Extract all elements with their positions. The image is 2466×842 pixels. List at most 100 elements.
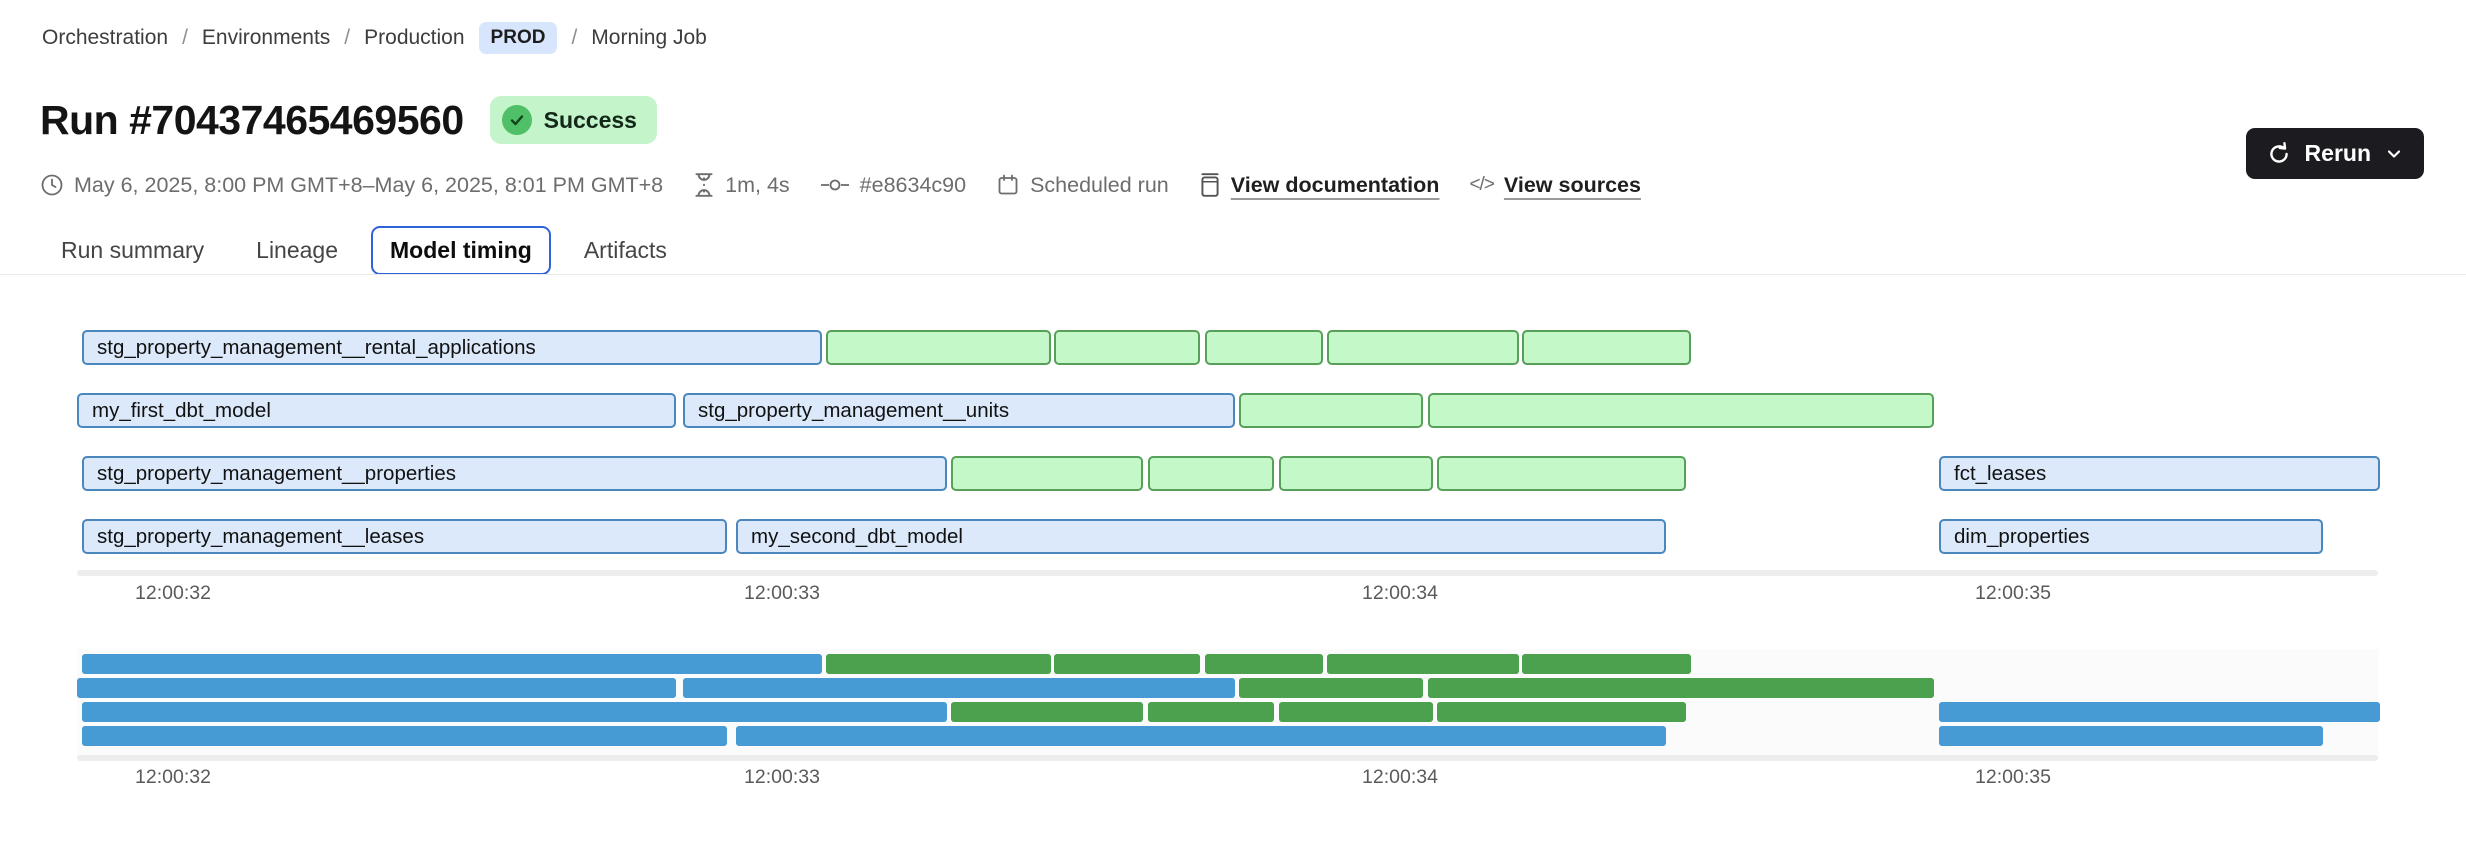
model-timing-gantt: stg_property_management__rental_applicat… bbox=[77, 330, 2392, 612]
minimap-bar-dim_properties bbox=[1939, 726, 2323, 746]
gantt-bar-fct_leases[interactable]: fct_leases bbox=[1939, 456, 2380, 491]
minimap-bar-task bbox=[1327, 654, 1519, 674]
model-name-label: stg_property_management__rental_applicat… bbox=[97, 335, 536, 359]
minimap-bar-task bbox=[1239, 678, 1423, 698]
refresh-icon bbox=[2269, 141, 2288, 163]
minimap-bar-stg_property_management__rental_applications bbox=[82, 654, 822, 674]
check-circle-icon bbox=[501, 105, 532, 135]
model-name-label: stg_property_management__leases bbox=[97, 524, 425, 548]
gantt-bar-stg_property_management__leases[interactable]: stg_property_management__leases bbox=[82, 519, 727, 554]
time-axis-label: 12:00:33 bbox=[744, 766, 820, 788]
minimap-bar-stg_property_management__units bbox=[683, 678, 1235, 698]
gantt-bar-scroll-track[interactable] bbox=[77, 570, 2378, 576]
breadcrumb-separator: / bbox=[182, 26, 188, 49]
minimap-bar-stg_property_management__properties bbox=[82, 702, 947, 722]
minimap-bar-scroll-track[interactable] bbox=[77, 755, 2378, 761]
minimap-bar-task bbox=[1279, 702, 1433, 722]
run-commit: #e8634c90 bbox=[820, 173, 966, 198]
model-name-label: fct_leases bbox=[1954, 461, 2047, 485]
model-name-label: my_first_dbt_model bbox=[92, 398, 271, 422]
model-name-label: stg_property_management__properties bbox=[97, 461, 456, 485]
gantt-bar-task[interactable] bbox=[1428, 393, 1934, 428]
tab-model-timing[interactable]: Model timing bbox=[371, 226, 551, 275]
tabs-divider bbox=[0, 274, 2466, 275]
model-name-label: dim_properties bbox=[1954, 524, 2090, 548]
time-range-text: May 6, 2025, 8:00 PM GMT+8–May 6, 2025, … bbox=[74, 172, 664, 197]
view-documentation-link[interactable]: View documentation bbox=[1230, 172, 1440, 197]
breadcrumb-environments[interactable]: Environments bbox=[201, 26, 331, 49]
run-meta-row: May 6, 2025, 8:00 PM GMT+8–May 6, 2025, … bbox=[40, 172, 1641, 198]
status-label: Success bbox=[543, 106, 637, 133]
gantt-bar-my_first_dbt_model[interactable]: my_first_dbt_model bbox=[77, 393, 676, 428]
gantt-bar-task[interactable] bbox=[1205, 330, 1323, 365]
model-timing-minimap[interactable]: 12:00:32 12:00:33 12:00:34 12:00:35 bbox=[77, 649, 2392, 804]
commit-hash-text: #e8634c90 bbox=[859, 172, 967, 197]
breadcrumb: Orchestration / Environments / Productio… bbox=[42, 22, 707, 54]
run-time-range: May 6, 2025, 8:00 PM GMT+8–May 6, 2025, … bbox=[40, 173, 663, 198]
gantt-bar-task[interactable] bbox=[1239, 393, 1423, 428]
gantt-bar-stg_property_management__rental_applications[interactable]: stg_property_management__rental_applicat… bbox=[82, 330, 822, 365]
minimap-bar-task bbox=[1148, 702, 1274, 722]
gantt-bar-task[interactable] bbox=[1522, 330, 1691, 365]
gantt-bar-task[interactable] bbox=[1437, 456, 1686, 491]
rerun-button[interactable]: Rerun bbox=[2245, 128, 2424, 179]
trigger-text: Scheduled run bbox=[1030, 172, 1169, 197]
view-sources: </> View sources bbox=[1469, 173, 1641, 198]
tab-run-summary[interactable]: Run summary bbox=[61, 237, 205, 263]
gantt-bar-dim_properties[interactable]: dim_properties bbox=[1939, 519, 2323, 554]
gantt-bar-stg_property_management__units[interactable]: stg_property_management__units bbox=[683, 393, 1235, 428]
status-badge: Success bbox=[489, 96, 657, 144]
gantt-bar-task[interactable] bbox=[1148, 456, 1274, 491]
calendar-icon bbox=[998, 174, 1018, 195]
minimap-bar-task bbox=[1522, 654, 1691, 674]
time-axis-label: 12:00:32 bbox=[135, 766, 211, 788]
commit-icon bbox=[820, 179, 849, 191]
minimap-bar-task bbox=[1437, 702, 1686, 722]
minimap-bar-stg_property_management__leases bbox=[82, 726, 727, 746]
breadcrumb-orchestration[interactable]: Orchestration bbox=[42, 26, 169, 49]
breadcrumb-separator: / bbox=[571, 26, 578, 49]
time-axis-label: 12:00:35 bbox=[1975, 766, 2051, 788]
minimap-bar-task bbox=[951, 702, 1143, 722]
run-tabs: Run summary Lineage Model timing Artifacts bbox=[42, 226, 686, 275]
hourglass-icon bbox=[695, 173, 713, 197]
view-sources-link[interactable]: View sources bbox=[1503, 172, 1641, 197]
time-axis-label: 12:00:33 bbox=[744, 582, 820, 604]
tab-artifacts[interactable]: Artifacts bbox=[583, 237, 667, 263]
duration-text: 1m, 4s bbox=[725, 172, 790, 197]
title-row: Run #70437465469560 Success bbox=[40, 96, 657, 144]
document-icon bbox=[1201, 173, 1219, 197]
clock-icon bbox=[41, 174, 63, 196]
view-documentation: View documentation bbox=[1199, 172, 1440, 198]
breadcrumb-production[interactable]: Production bbox=[364, 26, 465, 49]
minimap-bar-task bbox=[826, 654, 1051, 674]
gantt-bar-task[interactable] bbox=[826, 330, 1051, 365]
breadcrumb-morning-job[interactable]: Morning Job bbox=[591, 26, 707, 49]
breadcrumb-separator: / bbox=[344, 26, 351, 49]
minimap-bar-my_first_dbt_model bbox=[77, 678, 676, 698]
run-duration: 1m, 4s bbox=[693, 172, 790, 198]
gantt-bar-my_second_dbt_model[interactable]: my_second_dbt_model bbox=[736, 519, 1666, 554]
gantt-bar-task[interactable] bbox=[1327, 330, 1519, 365]
run-trigger: Scheduled run bbox=[996, 173, 1169, 198]
page-title: Run #70437465469560 bbox=[40, 96, 464, 143]
time-axis-label: 12:00:35 bbox=[1975, 582, 2051, 604]
minimap-bar-task bbox=[1205, 654, 1323, 674]
minimap-bar-task bbox=[1428, 678, 1934, 698]
minimap-bar-fct_leases bbox=[1939, 702, 2380, 722]
gantt-bar-task[interactable] bbox=[951, 456, 1143, 491]
rerun-label: Rerun bbox=[2304, 140, 2371, 166]
gantt-bar-stg_property_management__properties[interactable]: stg_property_management__properties bbox=[82, 456, 947, 491]
gantt-bar-task[interactable] bbox=[1279, 456, 1433, 491]
environment-badge: PROD bbox=[478, 22, 558, 54]
minimap-bar-my_second_dbt_model bbox=[736, 726, 1666, 746]
time-axis-label: 12:00:34 bbox=[1362, 766, 1438, 788]
chevron-down-icon bbox=[2387, 149, 2401, 158]
tab-lineage[interactable]: Lineage bbox=[256, 237, 339, 263]
model-name-label: stg_property_management__units bbox=[698, 398, 1010, 422]
minimap-bar-task bbox=[1054, 654, 1200, 674]
model-name-label: my_second_dbt_model bbox=[751, 524, 963, 548]
gantt-bar-task[interactable] bbox=[1054, 330, 1200, 365]
code-icon: </> bbox=[1469, 174, 1495, 195]
